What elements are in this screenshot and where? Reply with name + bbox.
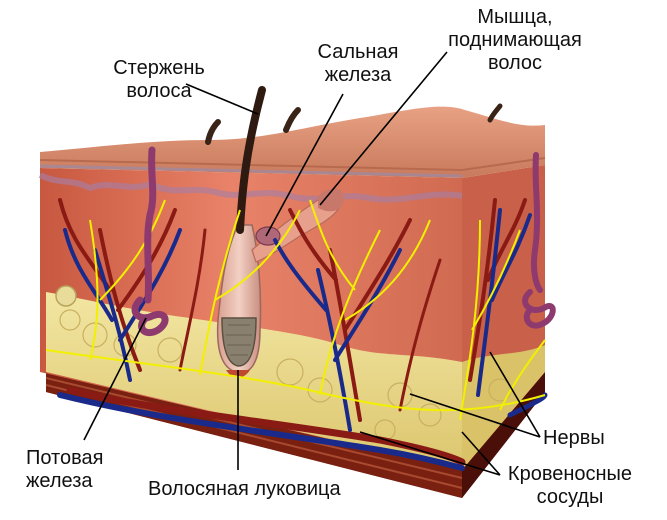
label-arrector-muscle: Мышца, поднимающая волос	[448, 6, 582, 74]
label-hair-shaft: Стержень волоса	[113, 57, 205, 102]
leader-sebaceous-gland	[265, 93, 344, 237]
nerves	[45, 199, 546, 421]
hair-shafts	[205, 103, 503, 145]
pacinian-corpuscle	[55, 285, 77, 307]
leader-sweat-gland	[83, 317, 147, 441]
label-sebaceous-gland: Сальная железа	[317, 41, 399, 86]
leader-arrector-muscle	[319, 51, 448, 206]
leader-vessels-1	[461, 431, 501, 476]
leader-vessels-2	[359, 431, 501, 476]
label-hair-bulb: Волосяная луковица	[148, 478, 341, 500]
leader-nerves-1	[489, 351, 541, 438]
arteries	[58, 198, 527, 466]
leader-hair-shaft	[185, 83, 259, 115]
epidermis-layer	[38, 106, 546, 203]
leader-nerves-2	[409, 393, 541, 438]
label-sweat-gland: Потовая железа	[26, 447, 104, 492]
leader-lines	[83, 51, 541, 476]
sweat-glands	[131, 146, 556, 337]
arrector-muscle	[251, 188, 345, 263]
label-blood-vessels: Кровеносные сосуды	[507, 463, 633, 508]
label-nerves: Нервы	[543, 427, 605, 449]
